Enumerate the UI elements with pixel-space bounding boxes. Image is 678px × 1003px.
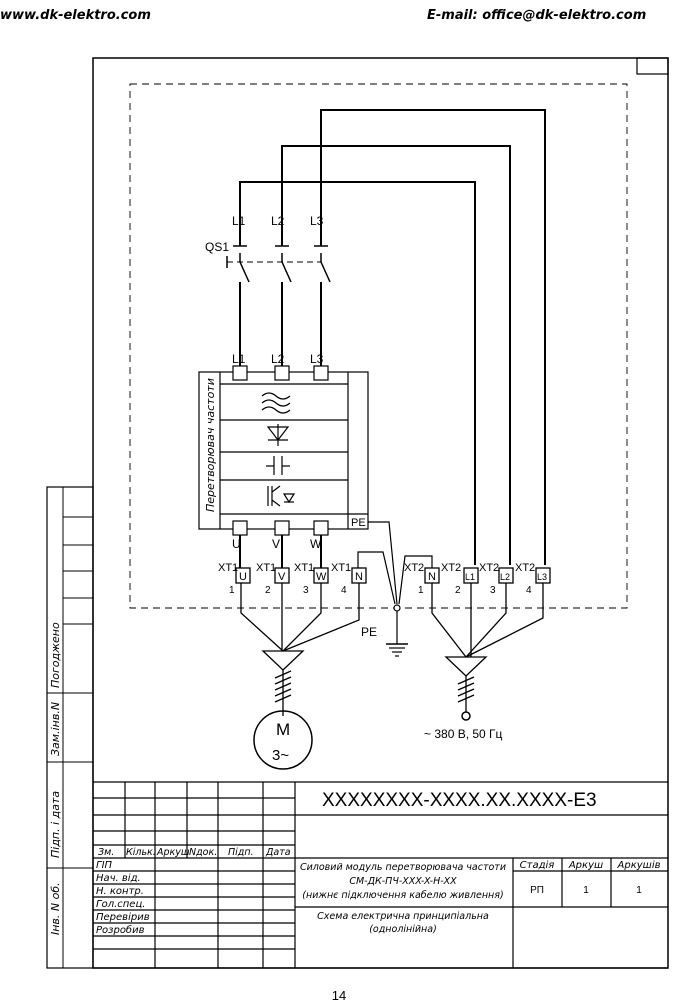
rev-header: Кільк. [126,847,156,858]
xt2-terminal: N [428,571,436,583]
role-label: Н. контр. [96,886,144,897]
title-line: Силовий модуль перетворювача частоти [300,862,506,873]
phase-label: L2 [271,214,285,228]
website-header: www.dk-elektro.com [0,8,151,23]
vfd-block [198,365,369,536]
role-label: Розробив [96,924,145,936]
xt2-number: 1 [418,585,424,596]
xt2-number: 2 [455,585,461,596]
phase-label: L3 [310,214,324,228]
side-stamp [46,486,94,969]
title-line: СМ-ДК-ПЧ-XXX-X-Н-XX [349,876,457,887]
motor-symbol: M [276,720,290,739]
role-label: Гол.спец. [96,899,145,910]
rev-header: Зм. [98,847,114,858]
xt2-terminal: L3 [537,572,547,582]
side-stamp-label: Зам.інв.N [49,702,62,756]
xt1-number: 4 [341,585,347,596]
rev-header: Nдок. [189,847,217,858]
vfd-output-label: U [232,537,241,551]
sheets-value: 1 [636,885,642,896]
vfd-pe-label: PE [351,517,366,529]
sheet-header: Аркуш [568,860,603,871]
xt1-number: 1 [229,585,235,596]
xt1-terminal: N [355,571,363,583]
stage-value: РП [530,885,544,896]
side-stamp-label: Інв. N об. [49,882,62,935]
vfd-label: Перетворювач частоти [204,378,217,512]
role-label: Нач. від. [96,872,141,884]
supply-label: ~ 380 В, 50 Гц [424,727,503,741]
frame-corner-box [636,57,669,75]
xt1-terminal: V [278,571,286,583]
xt2-number: 3 [490,585,496,596]
side-stamp-label: Підп. і дата [49,791,62,858]
xt2-label: XT2 [515,562,535,574]
stage-header: Стадія [520,859,555,871]
xt1-terminal: U [239,571,247,583]
vfd-input-label: L3 [310,352,324,366]
motor-phases: 3~ [272,747,289,764]
xt1-number: 3 [303,585,309,596]
vfd-output-label: W [310,537,322,551]
xt2-number: 4 [526,585,532,596]
xt2-label: XT2 [404,562,424,574]
xt2-label: XT2 [441,562,461,574]
phase-label: L1 [232,214,246,228]
xt2-terminal: L2 [500,572,510,582]
xt2-label: XT2 [479,562,499,574]
rev-header: Аркуш [156,847,190,858]
email-header: E-mail: office@dk-elektro.com [427,8,647,23]
pe-label: PE [361,625,377,639]
subtitle-line: (однолінійна) [369,924,437,935]
sheets-header: Аркушів [617,859,661,871]
breaker-label: QS1 [205,240,229,254]
document-code: XXXXXXXX-XXXX.XX.XXXX-E3 [322,790,597,811]
vfd-output-label: V [272,537,280,551]
page-number: 14 [331,988,347,1003]
title-line: (нижнє підключення кабелю живлення) [302,890,503,901]
title-block [93,781,668,969]
xt1-label: XT1 [331,562,351,574]
subtitle-line: Схема електрична принципіальна [317,911,489,922]
xt1-label: XT1 [256,562,276,574]
side-stamp-label: Погоджено [49,622,62,688]
vfd-input-label: L2 [271,352,285,366]
xt1-number: 2 [265,585,271,596]
cabinet-boundary [129,83,628,609]
role-label: ГІП [96,860,113,871]
rev-header: Дата [265,847,291,858]
sheet-value: 1 [583,885,589,896]
xt1-label: XT1 [218,562,238,574]
xt1-label: XT1 [294,562,314,574]
rev-header: Підп. [228,847,254,858]
xt2-terminal: L1 [465,572,475,582]
vfd-input-label: L1 [232,352,246,366]
role-label: Перевірив [96,911,150,923]
xt1-terminal: W [316,571,327,583]
